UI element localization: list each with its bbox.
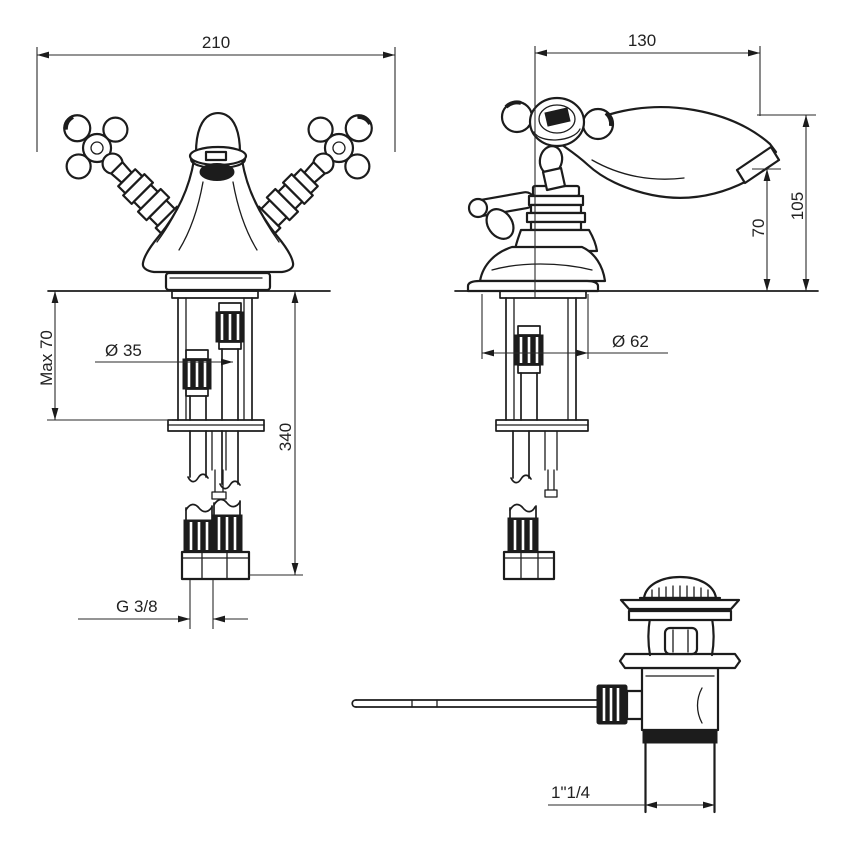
dim-base-diameter: Ø 62	[612, 332, 649, 351]
front-spout-dome	[194, 112, 242, 155]
front-body	[141, 158, 295, 274]
waste-lower-flange	[618, 652, 742, 670]
waste-cap-hatching	[651, 585, 709, 598]
dim-max-deck-thickness: Max 70	[37, 330, 56, 386]
waste-body	[640, 666, 720, 732]
dim-spout-height: 70	[749, 219, 768, 238]
dim-waste-thread: 1"1/4	[551, 783, 590, 802]
front-under-counter	[167, 290, 265, 581]
side-supply-nut	[502, 550, 556, 581]
dim-overall-width: 210	[202, 33, 230, 52]
side-bonnet	[466, 184, 607, 293]
side-spout-aerator	[735, 145, 781, 185]
waste-rod	[351, 699, 643, 708]
side-under-counter	[495, 290, 589, 581]
front-body-shading	[156, 181, 280, 251]
front-supply-nut	[180, 550, 251, 581]
side-handle	[500, 96, 615, 192]
dim-overall-height: 105	[788, 192, 807, 220]
front-base-plate	[164, 271, 272, 292]
popup-waste-assembly	[351, 575, 742, 814]
side-view-faucet	[454, 96, 819, 581]
dim-below-deck-height: 340	[276, 423, 295, 451]
front-spout-outlet	[199, 163, 235, 181]
dim-spout-reach: 130	[628, 31, 656, 50]
front-shank-flange	[171, 290, 259, 299]
dim-supply-thread: G 3/8	[116, 597, 158, 616]
waste-top-flange	[619, 598, 741, 611]
front-spout-index	[204, 150, 228, 162]
dimension-annotations: 210 130 105 70 Max 70 Ø 35 340 G 3/8	[36, 31, 816, 809]
front-view-faucet	[41, 92, 395, 581]
side-spout-shading	[591, 159, 685, 180]
side-far-handle	[467, 191, 535, 240]
waste-slot	[663, 626, 699, 656]
dim-shank-diameter: Ø 35	[105, 341, 142, 360]
waste-thread-band	[642, 729, 718, 744]
